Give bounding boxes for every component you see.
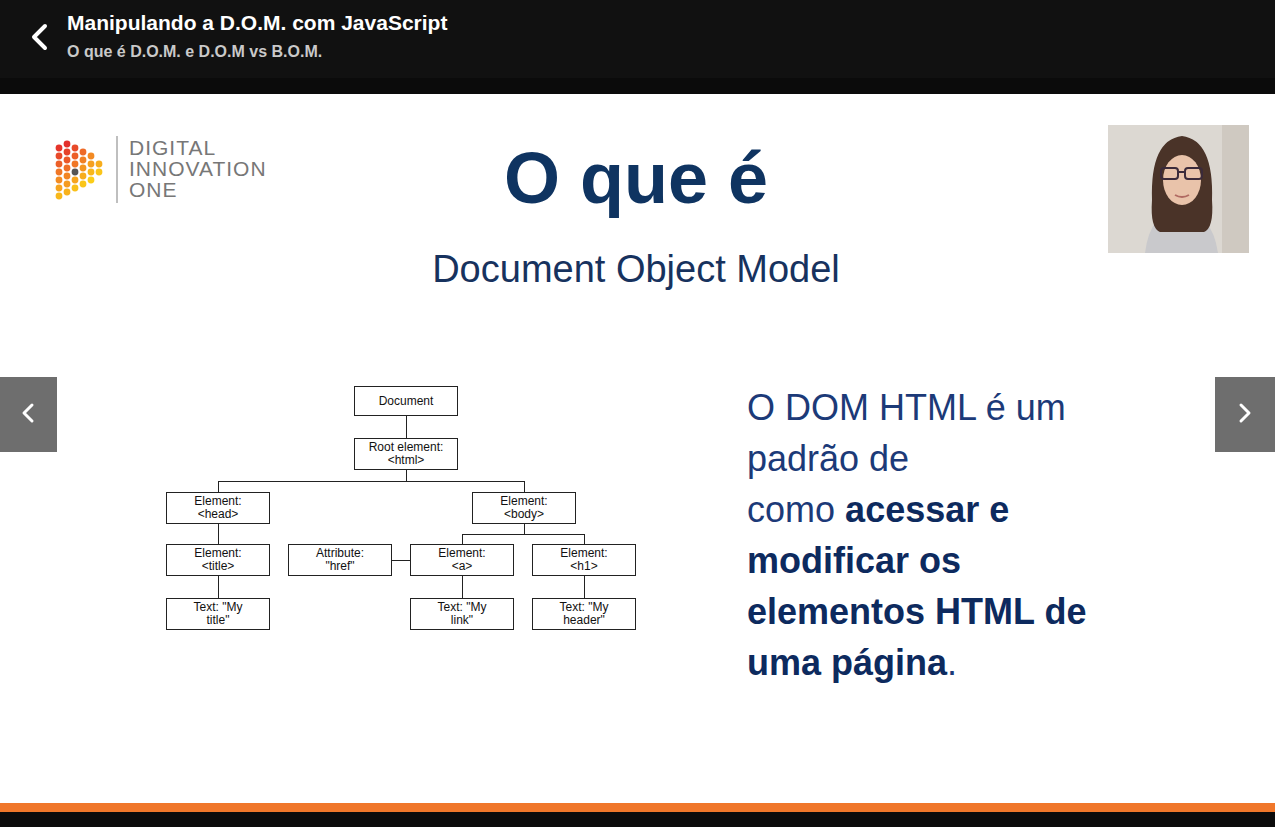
- node-label: Root element: <html>: [364, 441, 448, 467]
- tree-node-box: Root element: <html>: [354, 438, 458, 470]
- tree-connector: [218, 524, 219, 544]
- slide-subtitle: Document Object Model: [286, 246, 986, 292]
- course-title: Manipulando a D.O.M. com JavaScript: [67, 10, 447, 36]
- node-label: Text: "My title": [185, 601, 251, 627]
- tree-node-box: Element: <title>: [166, 544, 270, 576]
- node-label: Element: <head>: [185, 495, 251, 521]
- node-label: Attribute: "href": [307, 547, 373, 573]
- prev-button: [0, 377, 57, 452]
- tree-connector: [462, 524, 524, 544]
- paragraph-period: .: [947, 642, 957, 683]
- lesson-title: O que é D.O.M. e D.O.M vs B.O.M.: [67, 42, 322, 62]
- webcam-image: [1108, 125, 1249, 253]
- next-button: [1215, 377, 1275, 452]
- tree-node-box: Text: "My header": [532, 598, 636, 630]
- node-label: Element: <h1>: [551, 547, 617, 573]
- tree-connector: [218, 576, 219, 598]
- description-paragraph: O DOM HTML é um padrão de comoacessar e …: [747, 382, 1149, 688]
- tree-connector: [462, 576, 463, 598]
- tree-node-box: Text: "My title": [166, 598, 270, 630]
- slide: [0, 94, 1275, 803]
- node-label: Element: <title>: [185, 547, 251, 573]
- tree-connector: [524, 524, 584, 544]
- tree-node-box: Element: <a>: [410, 544, 514, 576]
- next-chevron: [1241, 405, 1249, 421]
- logo-dots: [56, 141, 103, 200]
- tree-node-box: Text: "My link": [410, 598, 514, 630]
- tree-connector: [406, 416, 407, 438]
- logo-divider: [116, 136, 118, 203]
- back-chevron: [34, 26, 45, 48]
- tree-connector: [218, 470, 406, 492]
- node-label: Text: "My link": [429, 601, 495, 627]
- logo-text: DIGITAL INNOVATION ONE: [129, 137, 284, 200]
- tree-connector: [406, 470, 524, 492]
- node-label: Element: <a>: [429, 547, 495, 573]
- top-bar: [0, 0, 1275, 78]
- tree-node-box: Element: <head>: [166, 492, 270, 524]
- prev-chevron: [24, 405, 32, 421]
- tree-node-box: Element: <h1>: [532, 544, 636, 576]
- tree-node-box: Attribute: "href": [288, 544, 392, 576]
- tree-node-box: Document: [354, 386, 458, 416]
- node-label: Element: <body>: [491, 495, 557, 521]
- tree-node-box: Element: <body>: [472, 492, 576, 524]
- node-label: Text: "My header": [551, 601, 617, 627]
- slide-orange-bar: [0, 803, 1275, 812]
- tree-connector: [584, 576, 585, 598]
- tree-connector: [392, 560, 410, 561]
- node-label: Document: [379, 395, 434, 408]
- slide-title: O que é: [436, 138, 836, 218]
